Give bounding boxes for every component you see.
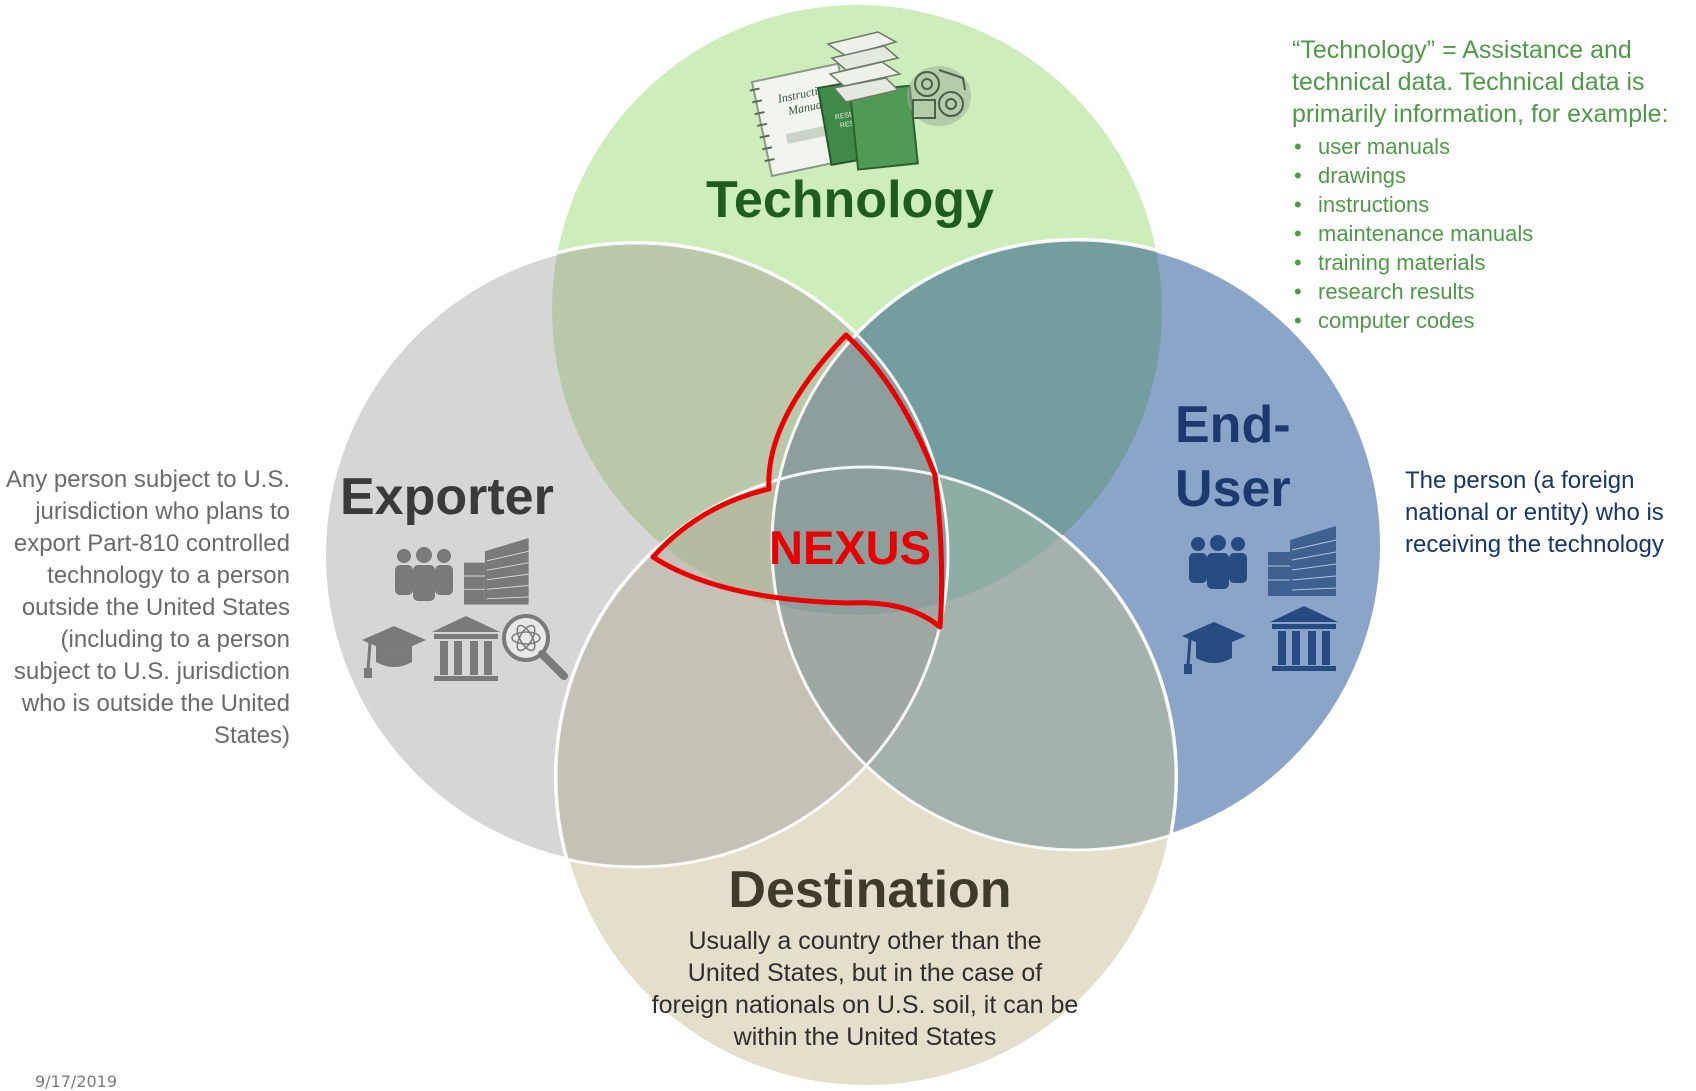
enduser-title-line2: User bbox=[1175, 460, 1291, 518]
technology-examples-list: user manuals drawings instructions maint… bbox=[1292, 132, 1696, 335]
list-item: maintenance manuals bbox=[1292, 219, 1696, 248]
list-item: training materials bbox=[1292, 248, 1696, 277]
exporter-icons bbox=[360, 537, 568, 681]
list-item: drawings bbox=[1292, 161, 1696, 190]
machine-parts-icon bbox=[907, 66, 971, 126]
enduser-title-line1: End- bbox=[1175, 396, 1291, 454]
list-item: research results bbox=[1292, 277, 1696, 306]
footer-date: 9/17/2019 bbox=[35, 1072, 118, 1091]
exporter-title: Exporter bbox=[340, 468, 554, 526]
people-group-icon bbox=[1189, 535, 1247, 589]
nexus-label: NEXUS bbox=[769, 521, 931, 574]
technology-illustration: Instruction Manual RESEARCH RESULTS bbox=[749, 31, 971, 178]
technology-note: “Technology” = Assistance and technical … bbox=[1292, 34, 1696, 335]
enduser-title: End- User bbox=[1175, 393, 1355, 521]
technology-note-intro: “Technology” = Assistance and technical … bbox=[1292, 36, 1669, 128]
destination-title: Destination bbox=[728, 861, 1012, 919]
list-item: user manuals bbox=[1292, 132, 1696, 161]
exporter-description: Any person subject to U.S. jurisdiction … bbox=[5, 466, 290, 749]
technology-title: Technology bbox=[706, 171, 994, 229]
people-group-icon bbox=[395, 547, 453, 601]
list-item: computer codes bbox=[1292, 306, 1696, 335]
atom-magnifier-icon bbox=[502, 614, 568, 680]
destination-description: Usually a country other than the United … bbox=[651, 927, 1079, 1051]
nexus-outline bbox=[650, 332, 945, 630]
list-item: instructions bbox=[1292, 190, 1696, 219]
stacked-papers-icon bbox=[826, 31, 902, 103]
enduser-description: The person (a foreign national or entity… bbox=[1405, 467, 1664, 558]
